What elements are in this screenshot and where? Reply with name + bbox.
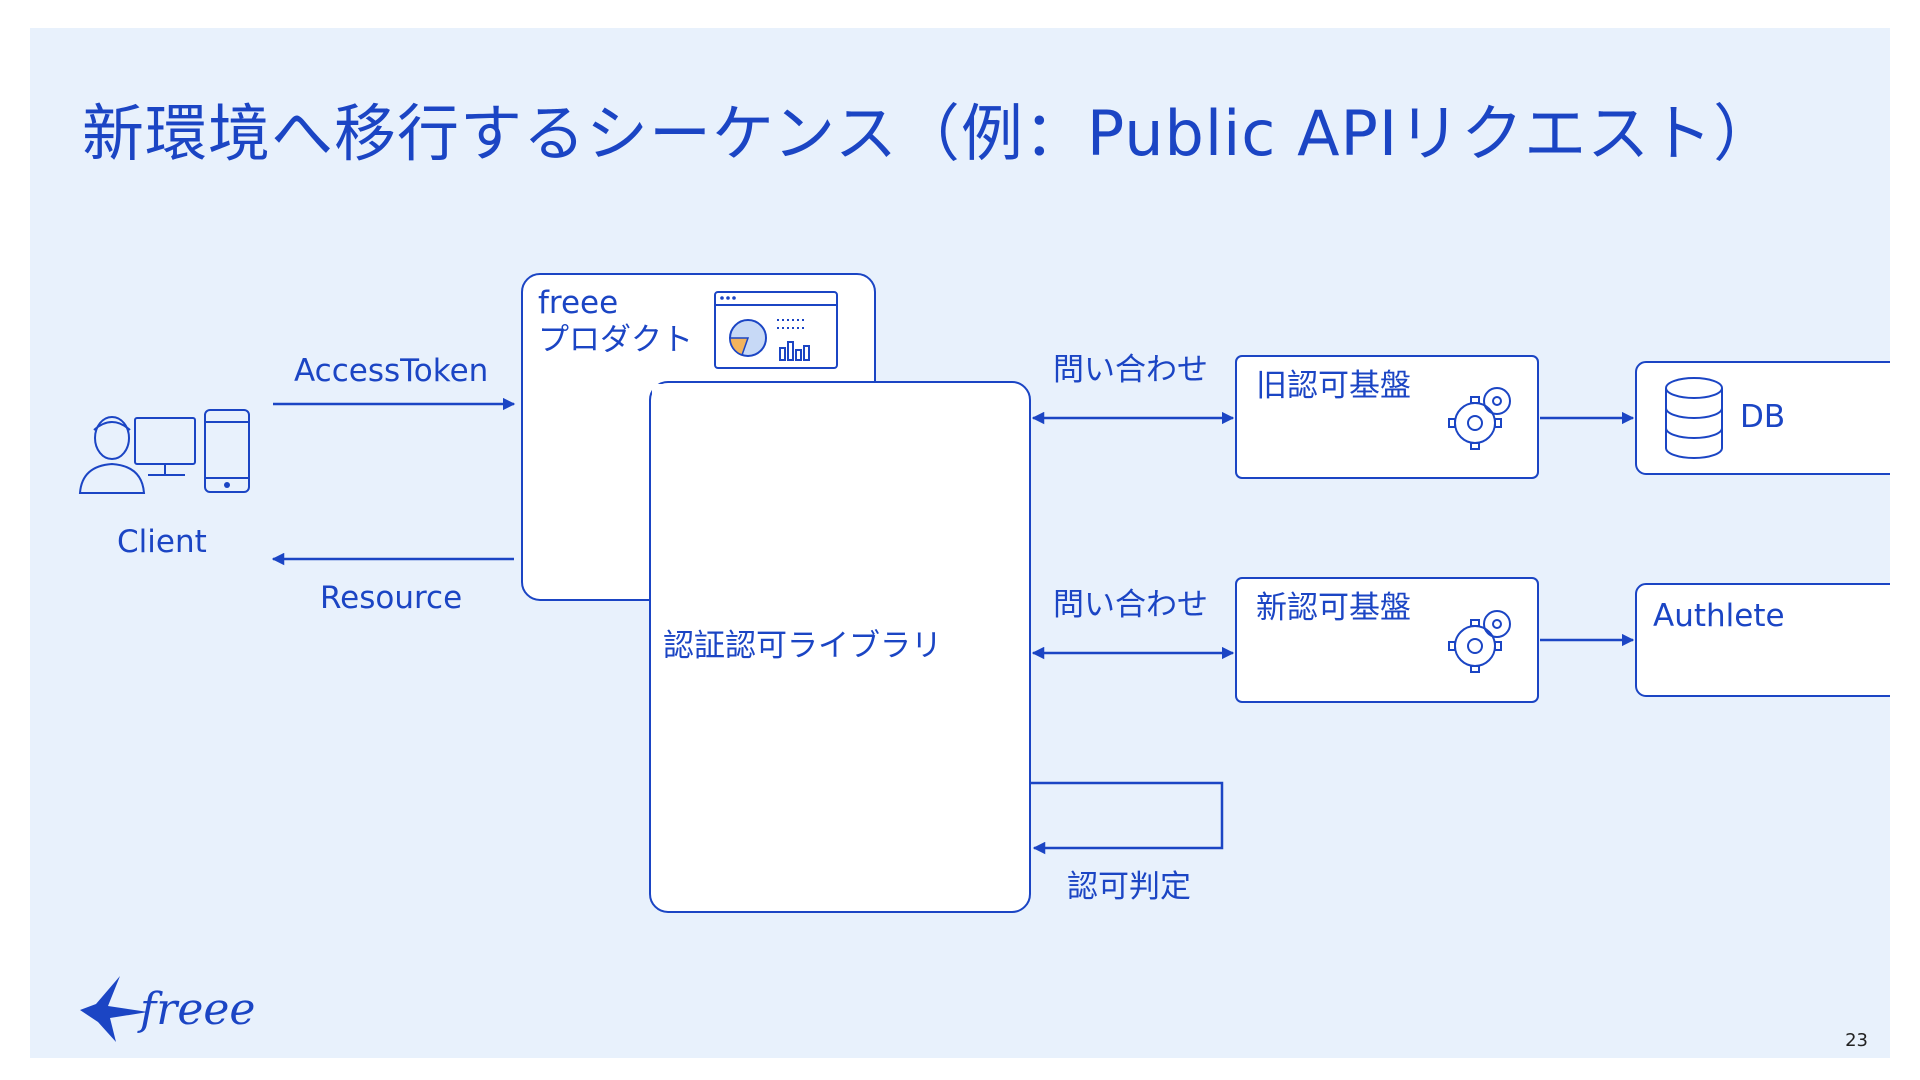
db-box: [1635, 361, 1890, 475]
old-platform-label: 旧認可基盤: [1256, 368, 1411, 404]
freee-bird-logo: freee: [80, 976, 255, 1042]
svg-text:freee: freee: [137, 984, 255, 1035]
old-platform-box: [1235, 355, 1539, 479]
query-label-new: 問い合わせ: [1053, 587, 1208, 623]
gears-icon: [1448, 610, 1511, 673]
database-icon: [1665, 377, 1723, 459]
decision-label: 認可判定: [1067, 869, 1191, 905]
authlete-label: Authlete: [1653, 598, 1785, 634]
query-label-old: 問い合わせ: [1053, 352, 1208, 388]
page-number: 23: [1845, 1030, 1868, 1051]
authlete-box: [1635, 583, 1890, 697]
gears-icon: [1448, 387, 1511, 450]
new-platform-label: 新認可基盤: [1256, 590, 1411, 626]
slide: 新環境へ移行するシーケンス（例：Public APIリクエスト） freee プ…: [30, 28, 1890, 1058]
slide-title: 新環境へ移行するシーケンス（例：Public APIリクエスト）: [82, 97, 1777, 170]
resource-label: Resource: [320, 580, 462, 616]
access-token-label: AccessToken: [294, 353, 488, 389]
product-label-line2: プロダクト: [538, 322, 693, 358]
db-label: DB: [1740, 399, 1785, 435]
auth-library-label: 認証認可ライブラリ: [663, 628, 942, 664]
product-label-line1: freee: [538, 285, 618, 321]
client-label: Client: [117, 524, 207, 560]
decision-loop-arrow: [1030, 781, 1224, 855]
client-user-icon: [78, 409, 250, 494]
overlap-cover: [652, 384, 872, 598]
dashboard-icon: [714, 291, 838, 369]
sequence-diagram: freee プロダクト 認証認可ライブラリ: [78, 273, 1890, 1051]
new-platform-box: [1235, 577, 1539, 703]
